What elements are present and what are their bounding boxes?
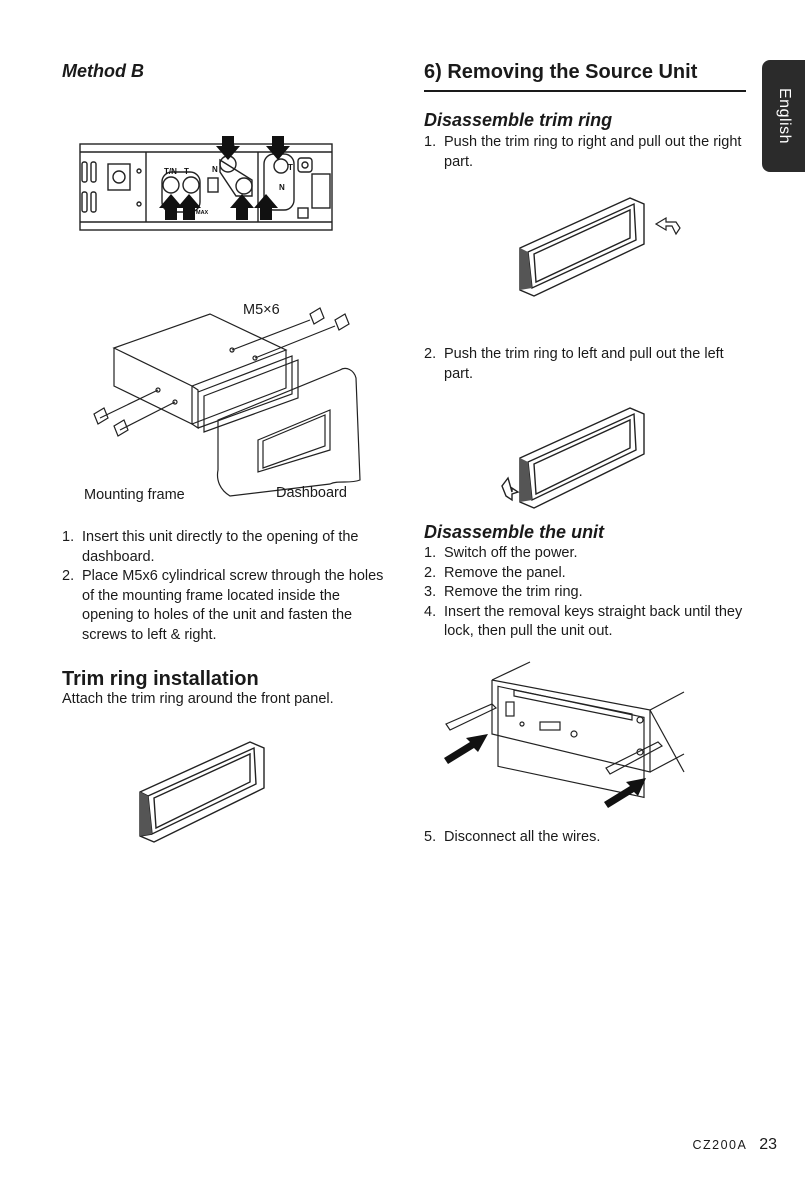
disassemble-trim-title: Disassemble trim ring [424, 110, 613, 130]
disassemble-unit-title: Disassemble the unit [424, 522, 605, 542]
trim-install-title: Trim ring installation [62, 668, 259, 690]
method-title: Method B [62, 61, 144, 81]
unit-steps: 1.Switch off the power. 2.Remove the pan… [424, 544, 744, 642]
page-footer: CZ200A 23 [692, 1136, 777, 1154]
trim-ring-left-illustration [501, 407, 645, 509]
trim-steps-b: 2.Push the trim ring to left and pull ou… [424, 345, 744, 384]
method-b-diagram: T/N T N N T MAX [79, 136, 333, 231]
page-number: 23 [759, 1136, 777, 1153]
model-number: CZ200A [692, 1138, 748, 1152]
dashboard-label: Dashboard [276, 485, 347, 501]
section-rule [424, 90, 746, 92]
label-n2: N [279, 183, 285, 192]
label-t2: T [288, 163, 293, 172]
install-steps: 1.Insert this unit directly to the openi… [62, 528, 392, 645]
label-tn: T/N [164, 167, 177, 176]
trim-step-2: 2.Push the trim ring to left and pull ou… [424, 346, 724, 382]
unit-removal-diagram [444, 661, 685, 808]
unit-step-3: 3.Remove the trim ring. [424, 584, 583, 600]
install-step-2: 2.Place M5x6 cylindrical screw through t… [62, 568, 384, 643]
mounting-diagram: M5×6 [93, 302, 361, 497]
unit-step-1: 1.Switch off the power. [424, 545, 578, 561]
unit-step-2: 2.Remove the panel. [424, 564, 566, 581]
trim-ring-illustration [139, 741, 265, 843]
section-title: 6) Removing the Source Unit [424, 61, 698, 83]
language-tab: English [762, 60, 805, 172]
trim-steps-a: 1.Push the trim ring to right and pull o… [424, 133, 744, 172]
language-tab-label: English [775, 88, 793, 144]
install-step-1: 1.Insert this unit directly to the openi… [62, 529, 359, 565]
label-n1: N [212, 165, 218, 174]
final-steps: 5.Disconnect all the wires. [424, 828, 744, 848]
trim-ring-right-illustration [519, 197, 681, 297]
label-max: MAX [196, 210, 209, 216]
unit-step-5: 5.Disconnect all the wires. [424, 829, 601, 845]
screw-label: M5×6 [243, 302, 280, 318]
unit-step-4: 4.Insert the removal keys straight back … [424, 603, 743, 640]
trim-install-text: Attach the trim ring around the front pa… [62, 691, 334, 707]
trim-step-1: 1.Push the trim ring to right and pull o… [424, 134, 742, 170]
mounting-frame-label: Mounting frame [84, 487, 185, 503]
label-t: T [184, 167, 189, 176]
